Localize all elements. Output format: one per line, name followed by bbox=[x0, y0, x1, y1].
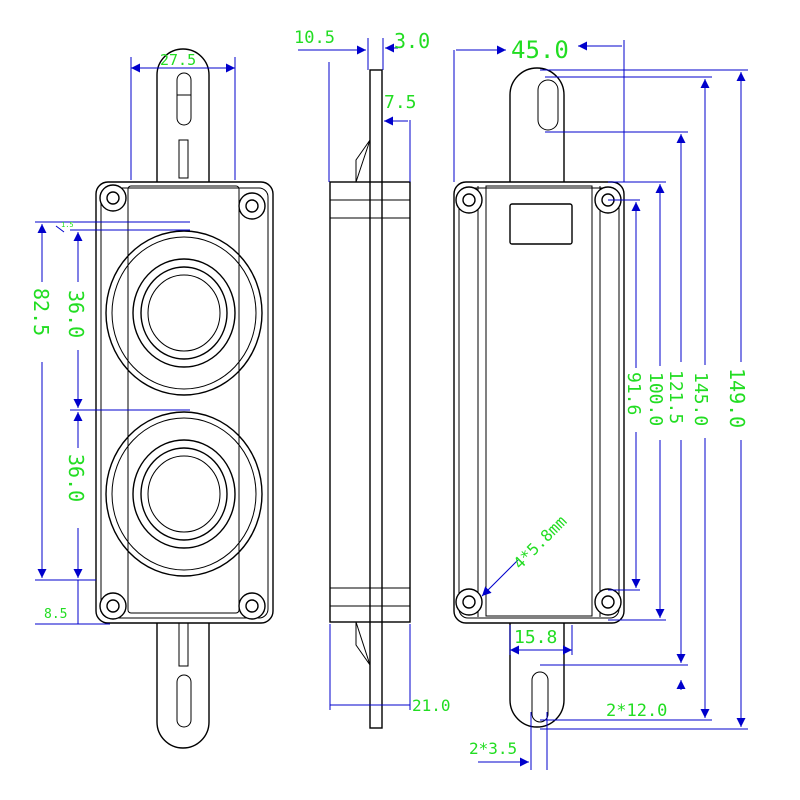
dim-side-flange: 10.5 bbox=[294, 28, 335, 48]
dim-height-holes: 91.6 bbox=[623, 372, 644, 415]
back-view bbox=[453, 40, 748, 770]
back-body bbox=[453, 181, 625, 624]
dim-height-slots: 121.5 bbox=[665, 370, 686, 424]
dim-side-depth: 21.0 bbox=[412, 696, 451, 715]
dim-height-tabs: 145.0 bbox=[690, 372, 711, 426]
dim-side-tab-offset: 7.5 bbox=[384, 92, 417, 113]
front-mount-holes bbox=[99, 184, 266, 620]
dim-front-cone-1: 36.0 bbox=[64, 290, 88, 338]
front-bottom-tab bbox=[156, 614, 210, 749]
label-recess bbox=[509, 203, 573, 245]
dim-front-tiny: 1.5 bbox=[61, 221, 74, 229]
dim-back-width: 45.0 bbox=[511, 36, 569, 64]
dim-height-overall: 149.0 bbox=[725, 368, 749, 428]
dim-height-body: 100.0 bbox=[645, 372, 666, 426]
front-cone-1 bbox=[105, 230, 263, 396]
dim-slot-width: 2*3.5 bbox=[469, 739, 517, 758]
dim-front-pitch-total: 82.5 bbox=[29, 288, 53, 336]
side-view bbox=[298, 38, 411, 729]
dim-label-width: 15.8 bbox=[514, 627, 557, 648]
back-top-tab bbox=[509, 67, 565, 186]
front-top-tab bbox=[156, 48, 210, 186]
front-body bbox=[95, 181, 274, 624]
front-cone-2 bbox=[105, 411, 263, 577]
dim-slot-length: 2*12.0 bbox=[606, 701, 667, 721]
dim-side-tab: 3.0 bbox=[394, 29, 430, 53]
dim-front-cone-2: 36.0 bbox=[64, 454, 88, 502]
dim-front-width: 27.5 bbox=[160, 51, 196, 69]
front-view bbox=[35, 48, 274, 749]
dim-front-hole-offset: 8.5 bbox=[44, 607, 67, 622]
